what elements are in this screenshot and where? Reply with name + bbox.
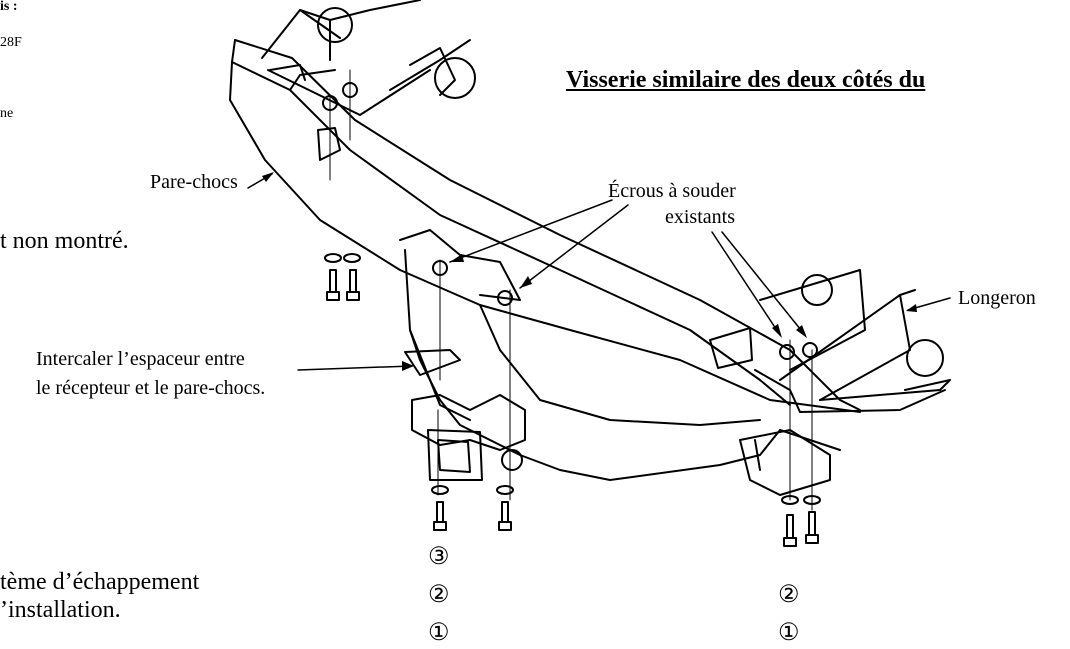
label-spacer-line2: le récepteur et le pare-chocs. — [36, 377, 266, 399]
label-bumper: Pare-chocs — [150, 171, 238, 193]
page-title: Visserie similaire des deux côtés du — [566, 67, 926, 93]
label-weld-nuts-line1: Écrous à souder — [608, 180, 736, 202]
bolts-receiver-left — [431, 485, 514, 531]
callout-right-2: ② — [778, 582, 800, 608]
left-fragment-3: ne — [0, 106, 14, 121]
receiver-crossmember — [404, 249, 841, 496]
callout-left-1: ① — [428, 620, 450, 646]
bolt-axis-lines — [329, 69, 813, 511]
label-spacer-line1: Intercaler l’espaceur entre — [36, 348, 245, 370]
arrowheads — [262, 172, 917, 371]
nuts — [322, 82, 818, 360]
exhaust-text-line2: ’installation. — [0, 597, 121, 623]
left-fragment-1: is : — [0, 0, 18, 14]
left-fragment-2: 28F — [0, 35, 22, 50]
label-weld-nuts-line2: existants — [665, 206, 735, 228]
callout-right-1: ① — [778, 620, 800, 646]
bolts-receiver-right — [781, 495, 821, 547]
bolts-left-bumper — [324, 253, 361, 301]
callout-left-3: ③ — [428, 544, 450, 570]
not-shown-text: t non montré. — [0, 228, 129, 254]
label-frame-rail: Longeron — [958, 287, 1036, 309]
callout-left-2: ② — [428, 582, 450, 608]
left-frame-rail — [261, 0, 476, 116]
exhaust-text-line1: tème d’échappement — [0, 569, 200, 595]
right-frame-rail — [759, 269, 951, 413]
